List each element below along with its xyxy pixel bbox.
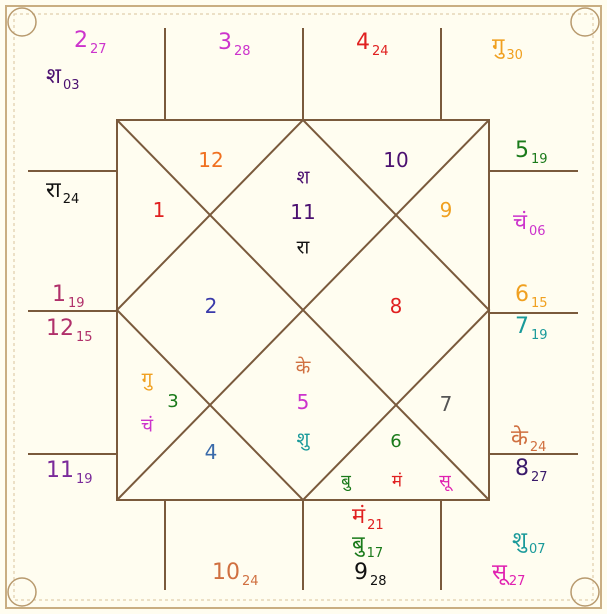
house-11-planet-rahu: रा	[297, 239, 310, 258]
house-3: 3	[167, 393, 178, 411]
outer-planet-mangal: मं21	[352, 506, 384, 528]
outer-planet-chandra: चं06	[513, 212, 546, 234]
house-5-planet-shukra: शु	[297, 431, 310, 450]
outer-planet-rahu: रा24	[46, 180, 79, 202]
corner-ornament	[571, 8, 599, 36]
house-3-planet-chandra: चं	[141, 417, 153, 436]
house-11-planet-shani: श	[297, 169, 310, 188]
outer-planet-budh: बु17	[352, 534, 383, 556]
house-1: 1	[153, 200, 166, 220]
corner-ornament	[8, 8, 36, 36]
house-6-planet-mangal: मं	[392, 474, 402, 491]
house-5: 5	[297, 392, 310, 412]
house-6-planet-surya: सू	[439, 474, 451, 491]
house-8: 8	[390, 296, 403, 316]
house-5-planet-ketu: के	[296, 359, 311, 378]
house-9: 9	[440, 200, 453, 220]
corner-ornament	[8, 578, 36, 606]
house-7: 7	[440, 394, 453, 414]
outer-planet-shukra: शु07	[512, 530, 546, 552]
house-6-planet-budh: बु	[341, 474, 351, 491]
house-2: 2	[205, 296, 218, 316]
house-12: 12	[198, 150, 223, 170]
house-3-planet-guru: गु	[142, 371, 153, 390]
house-11: 11	[290, 202, 315, 222]
corner-ornament	[571, 578, 599, 606]
outer-planet-guru: गु30	[492, 36, 523, 58]
outer-planet-surya: सू27	[492, 562, 525, 584]
house-6: 6	[390, 433, 401, 451]
house-4: 4	[205, 442, 218, 462]
outer-planet-ketu: के24	[511, 428, 546, 450]
house-10: 10	[383, 150, 408, 170]
